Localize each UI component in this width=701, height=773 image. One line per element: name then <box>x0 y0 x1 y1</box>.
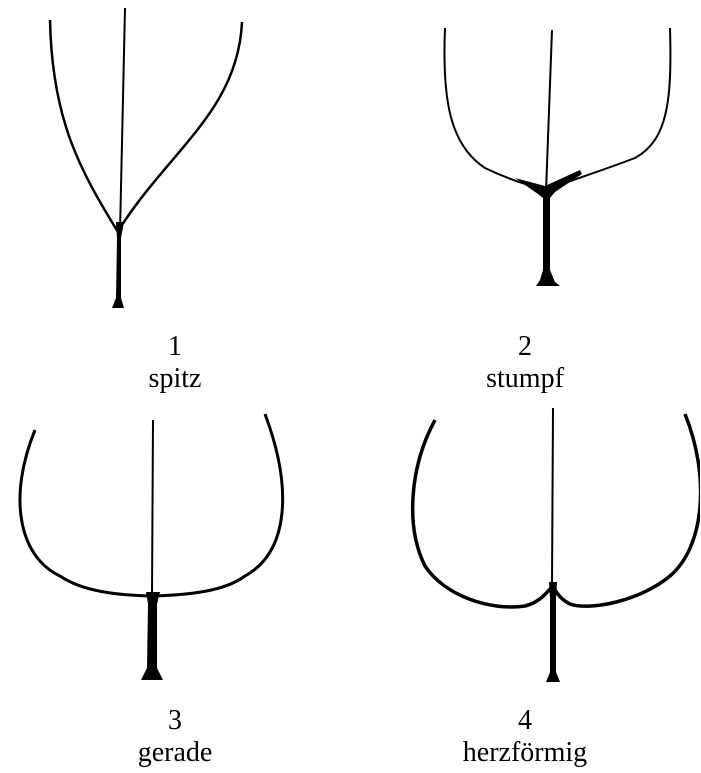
leaf-base-herzfoermig-drawing <box>410 407 700 682</box>
leaf-base-stumpf-drawing <box>443 27 672 286</box>
leaf-base-gerade: 3 gerade <box>0 386 350 772</box>
leaf-base-spitz-drawing <box>48 7 244 308</box>
figure-label: stumpf <box>486 363 564 394</box>
figure-label: gerade <box>137 737 213 768</box>
figure-number: 4 <box>518 705 532 736</box>
figure-label: herzförmig <box>462 737 588 768</box>
leaf-base-gerade-drawing <box>18 413 285 680</box>
leaf-base-spitz: 1 spitz <box>0 0 350 394</box>
leaf-base-herzfoermig: 4 herzförmig <box>350 386 700 772</box>
figure-label: spitz <box>148 363 202 394</box>
figure-number: 2 <box>518 331 532 362</box>
figure-number: 3 <box>168 705 182 736</box>
leaf-base-stumpf: 2 stumpf <box>350 0 700 394</box>
figure-number: 1 <box>168 331 182 362</box>
